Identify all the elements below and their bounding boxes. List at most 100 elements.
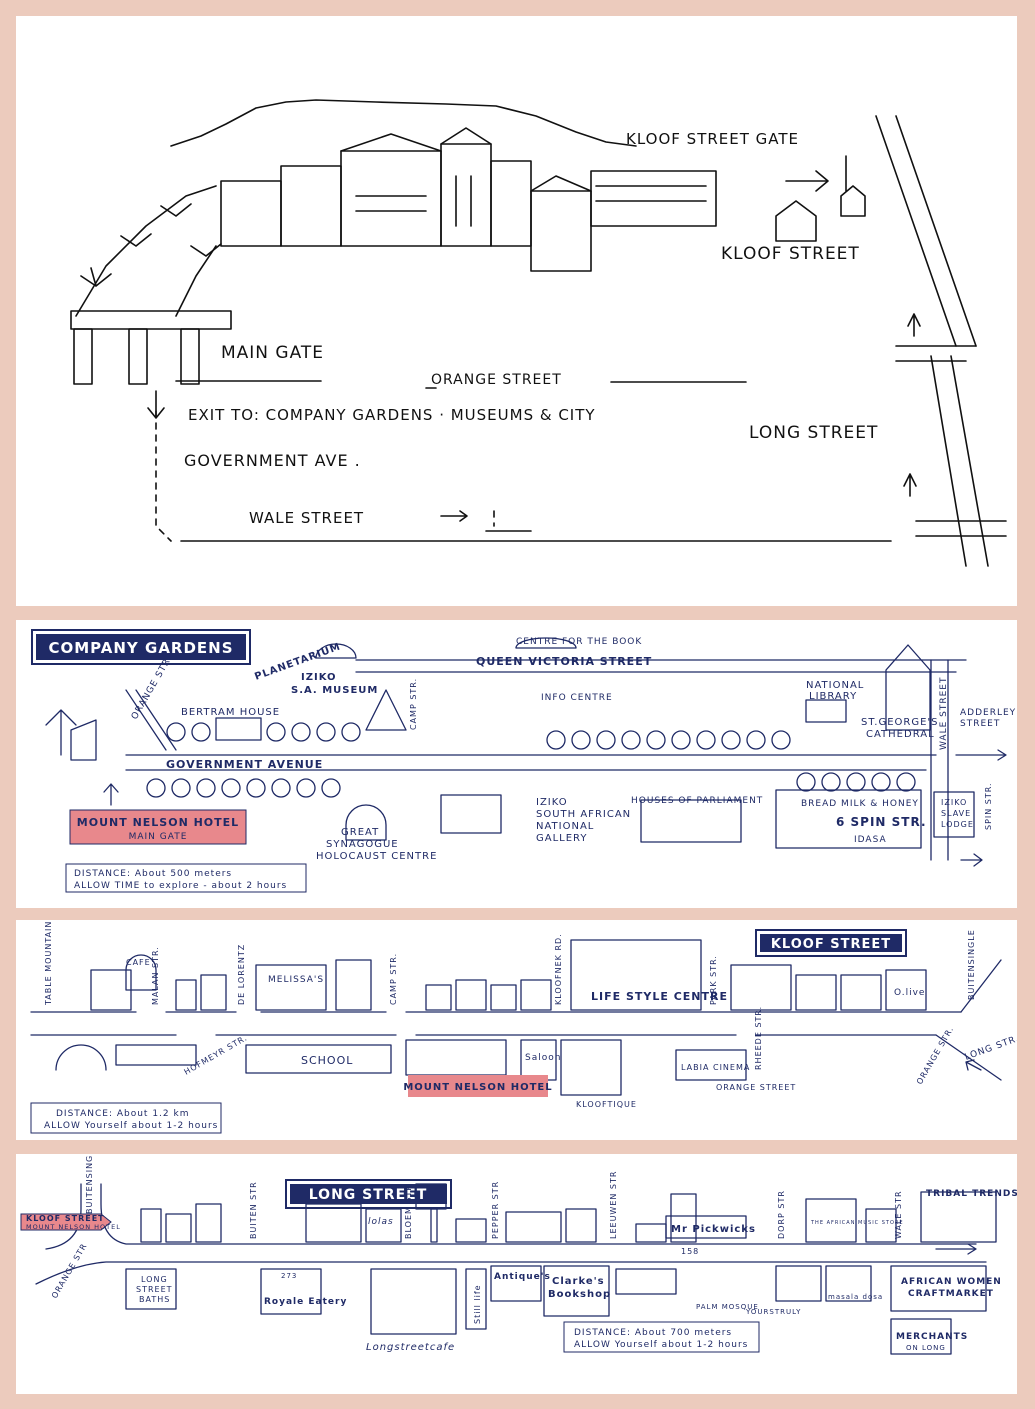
long-street-baths-label-3: BATHS <box>139 1295 170 1304</box>
royale-eatery-label: Royale Eatery <box>264 1297 347 1307</box>
kloof-gate-arrow <box>785 170 829 192</box>
government-avenue-label: GOVERNMENT AVENUE <box>166 758 323 771</box>
long-street-title: LONG STREET <box>309 1187 428 1203</box>
long-street-road <box>895 345 1007 567</box>
distance-line-1: DISTANCE: About 500 meters <box>74 869 232 879</box>
buitensingle-road <box>935 959 1002 1081</box>
adderley-label-2: STREET <box>960 719 1000 729</box>
distance-box <box>65 863 307 893</box>
masala-dosa-label: masala dosa <box>828 1293 883 1301</box>
long-street-road-top <box>45 1183 977 1250</box>
kloof-buildings-row <box>55 939 927 1096</box>
klooftique-label: KLOOFTIQUE <box>576 1100 637 1109</box>
centre-for-book-dome <box>515 637 577 649</box>
gallery-label-4: GALLERY <box>536 833 587 844</box>
national-library-building <box>805 699 847 723</box>
main-gate-sublabel: MAIN GATE <box>129 832 188 842</box>
exit-arrow <box>147 390 165 419</box>
wale-street-label: WALE STREET <box>939 677 949 750</box>
craftmarket-label-2: CRAFTMARKET <box>908 1289 994 1299</box>
mount-nelson-hotel-box <box>69 809 247 845</box>
delorentz-label: DE LORENTZ <box>237 944 246 1005</box>
table-mountain-outline <box>170 99 637 147</box>
long-buildings-bottom-row <box>125 1265 987 1355</box>
olive-label: O.live <box>894 988 925 998</box>
distance-box <box>30 1102 222 1134</box>
buiten-str-label: BUITEN STR <box>249 1181 258 1239</box>
kloof-street-map: KLOOF STREET TABLE MOUNTAIN CAFE MALAN S… <box>30 921 1017 1134</box>
company-gardens-title: COMPANY GARDENS <box>48 639 233 657</box>
park-str-label: PARK STR. <box>709 955 718 1005</box>
lifestyle-centre-label: LIFE STYLE CENTRE <box>591 990 728 1003</box>
wale-street-arrow <box>440 510 468 522</box>
distance-line-1: DISTANCE: About 700 meters <box>574 1328 732 1338</box>
merchants-label-1: MERCHANTS <box>896 1332 968 1342</box>
buitensingle-label: BUITENSINGLE <box>967 929 976 1000</box>
royale-number-label: 273 <box>281 1272 297 1280</box>
distance-line-2: ALLOW Yourself about 1-2 hours <box>574 1340 748 1350</box>
exit-label: EXIT TO: COMPANY GARDENS · MUSEUMS & CIT… <box>188 406 596 424</box>
wale-street-label: WALE STREET <box>249 509 364 527</box>
iziko-sa-label-1: IZIKO <box>301 672 337 683</box>
st-georges-cathedral-building <box>885 644 931 731</box>
gallery-label-2: SOUTH AFRICAN <box>536 809 631 820</box>
labia-cinema-label: LABIA CINEMA <box>681 1063 750 1072</box>
orange-street-path <box>125 689 177 751</box>
main-gate-label: MAIN GATE <box>221 343 324 363</box>
government-avenue-path <box>125 754 937 771</box>
hotel-building-sketch <box>220 127 717 272</box>
slave-lodge-label-2: SLAVE <box>941 809 971 818</box>
orange-str-label: ORANGE STR. <box>915 1025 956 1086</box>
mount-nelson-hotel-label: MOUNT NELSON HOTEL <box>403 1082 552 1093</box>
slave-lodge-label-1: IZIKO <box>941 798 967 807</box>
company-gardens-map: COMPANY GARDENS CENTRE FOR THE BOOK QUEE… <box>31 629 1016 893</box>
mount-nelson-hotel-label: MOUNT NELSON HOTEL <box>77 816 239 829</box>
african-music-store-label: THE AFRICAN MUSIC STORE <box>810 1220 904 1226</box>
kloofnek-label: KLOOFNEK RD. <box>554 933 563 1005</box>
bloem-str-label: BLOEM STR <box>404 1184 413 1239</box>
breadmilk-label: BREAD MILK & HONEY <box>801 799 919 809</box>
long-street-panel: LONG STREET KLOOF STREET MOUNT NELSON HO… <box>16 1154 1017 1394</box>
national-gallery-building <box>440 794 502 834</box>
distance-line-2: ALLOW TIME to explore - about 2 hours <box>74 881 287 891</box>
spin-6-label: 6 SPIN STR. <box>836 815 927 829</box>
breadmilk-honey-box <box>775 789 922 849</box>
kloof-street-panel: KLOOF STREET TABLE MOUNTAIN CAFE MALAN S… <box>16 920 1017 1140</box>
company-gardens-panel: COMPANY GARDENS CENTRE FOR THE BOOK QUEE… <box>16 620 1017 908</box>
clarkes-label-1: Clarke's <box>552 1276 605 1287</box>
orange-street-label: ORANGE STREET <box>716 1083 796 1092</box>
long-str-arrow <box>965 1059 982 1071</box>
distance-box <box>563 1321 760 1353</box>
merchants-label-2: ON LONG <box>906 1344 946 1352</box>
main-gate-columns <box>70 310 232 385</box>
palm-mosque-label: PALM MOSQUE <box>696 1303 759 1311</box>
synagogue-label-3: HOLOCAUST CENTRE <box>316 851 437 862</box>
wale-str-label: WALE STR <box>894 1190 903 1239</box>
slave-lodge-label-3: LODGE <box>941 820 974 829</box>
adderley-label-1: ADDERLEY <box>960 708 1016 718</box>
tribal-trends-label: TRIBAL TRENDS <box>926 1189 1017 1199</box>
iziko-sa-label-2: S.A. MUSEUM <box>291 685 378 696</box>
gallery-label-3: NATIONAL <box>536 821 594 832</box>
government-ave-label: GOVERNMENT AVE . <box>184 451 361 470</box>
planetarium-dome <box>315 643 357 659</box>
long-street-map: LONG STREET KLOOF STREET MOUNT NELSON HO… <box>20 1154 1017 1355</box>
sa-museum-building <box>365 689 407 731</box>
melissas-label: MELISSA'S <box>268 975 324 985</box>
leeuwen-str-label: LEEUWEN STR <box>609 1171 618 1239</box>
gallery-label-1: IZIKO <box>536 797 568 808</box>
national-library-label-2: LIBRARY <box>809 691 857 702</box>
kloof-street-title: KLOOF STREET <box>771 937 891 952</box>
lolas-label: lolas <box>368 1217 394 1227</box>
kloof-street-sign[interactable] <box>20 1213 112 1231</box>
government-ave-road <box>155 410 495 542</box>
school-label: SCHOOL <box>301 1054 353 1067</box>
tribal-trends-arrow <box>935 1243 977 1255</box>
orange-street-road <box>175 380 747 389</box>
wale-street-path <box>930 659 949 861</box>
kloof-street-label: KLOOF STREET <box>721 244 860 264</box>
bertram-house-building <box>215 717 262 741</box>
info-centre-label: INFO CENTRE <box>541 693 613 703</box>
cafe-label: CAFE <box>126 958 151 967</box>
overview-sketch-panel: KLOOF STREET GATE KLOOF STREET MAIN GATE… <box>16 16 1017 606</box>
